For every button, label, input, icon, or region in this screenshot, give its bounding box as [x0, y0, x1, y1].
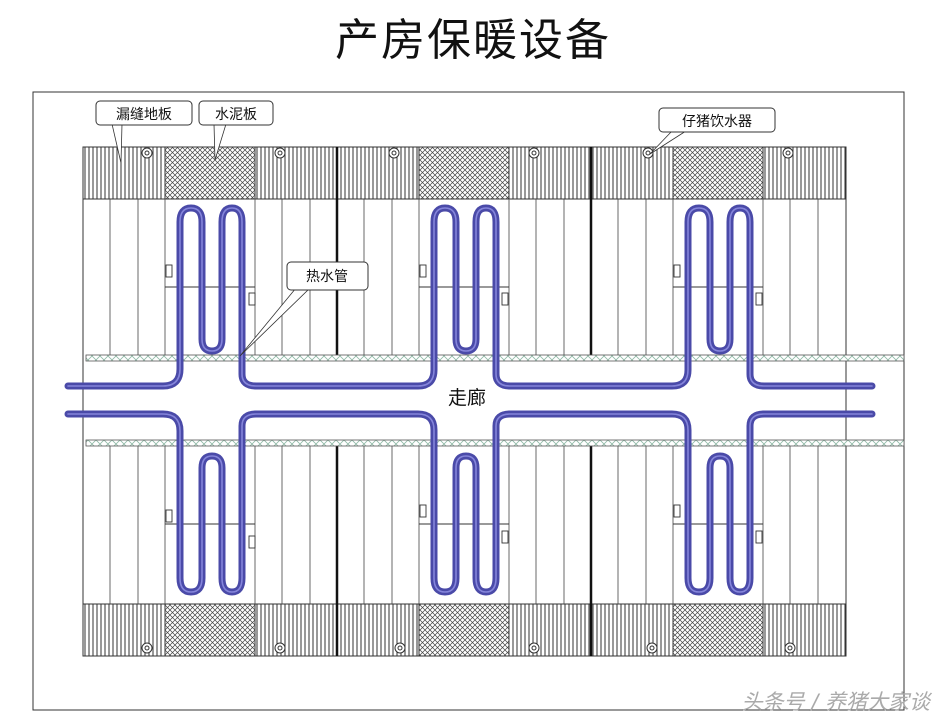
pen-dividers — [335, 147, 593, 656]
drinker-icon — [528, 642, 540, 654]
drinker-icon — [141, 147, 153, 159]
drinker-icon — [141, 642, 153, 654]
drinker-icon — [528, 147, 540, 159]
label-corridor: 走廊 — [448, 387, 486, 409]
label-slatted-floor: 漏缝地板 — [116, 107, 172, 123]
drinker-icon — [646, 642, 658, 654]
diagram-title: 产房保暖设备 — [335, 15, 611, 66]
outer-frame — [32, 91, 905, 711]
drinker-icon — [394, 642, 406, 654]
callout-cement-board: 水泥板 — [198, 100, 274, 161]
label-cement-board: 水泥板 — [215, 107, 257, 123]
callout-slatted-floor: 漏缝地板 — [95, 100, 193, 164]
bottom-floor-strips — [82, 603, 847, 657]
pen-slats-bottom — [109, 446, 819, 604]
drinker-icon — [388, 147, 400, 159]
watermark: 头条号 / 养猪大家谈 — [741, 690, 930, 714]
label-drinker: 仔猪饮水器 — [682, 114, 752, 130]
hot-water-pipes — [64, 204, 876, 596]
callout-hot-water-pipe: 热水管 — [239, 261, 369, 357]
callout-drinker: 仔猪饮水器 — [649, 107, 776, 155]
drinker-icon — [642, 147, 654, 159]
drinker-icon — [274, 642, 286, 654]
drinker-icons — [141, 147, 796, 654]
top-floor-strips — [82, 146, 847, 200]
label-hot-water-pipe: 热水管 — [306, 269, 348, 285]
drinker-icon — [784, 642, 796, 654]
drinker-icon — [274, 147, 286, 159]
drinker-icon — [782, 147, 794, 159]
